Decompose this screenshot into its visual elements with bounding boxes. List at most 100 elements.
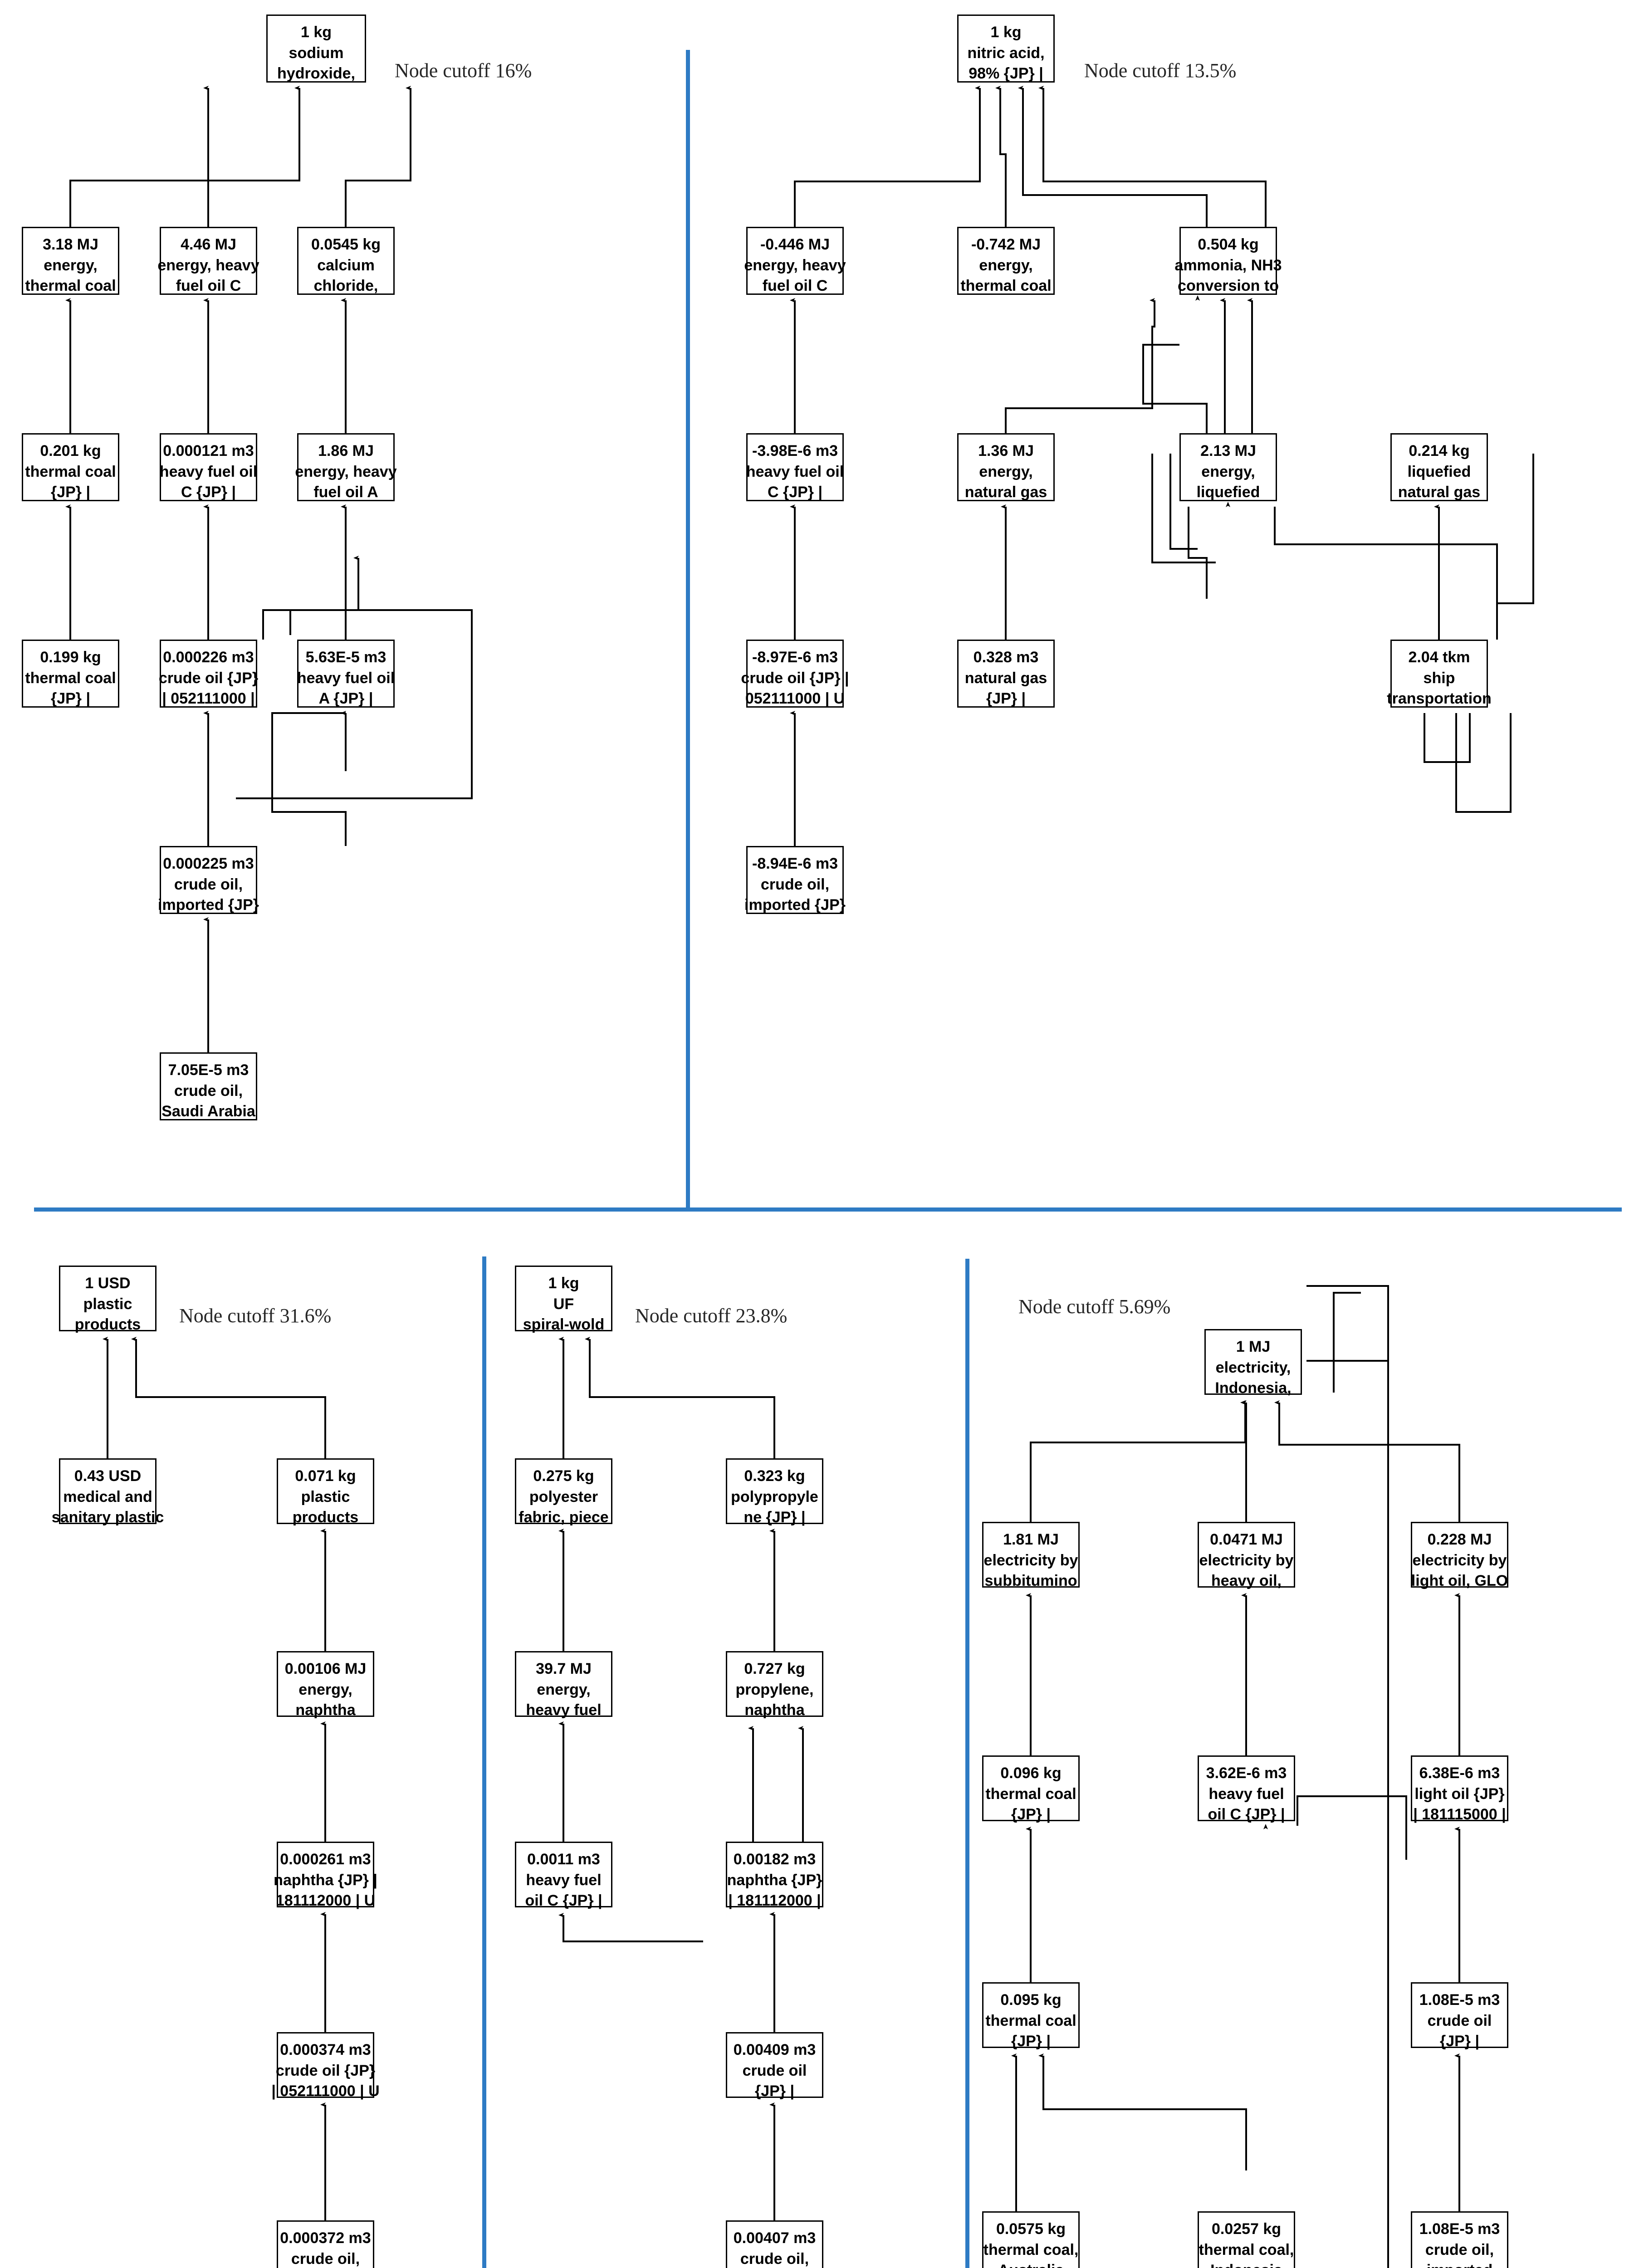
process-node-line: 0.000374 m3: [280, 2041, 371, 2058]
process-node-line: medical and: [63, 1488, 152, 1505]
process-node-line: 0.504 kg: [1198, 236, 1259, 253]
process-node-line: crude oil,: [174, 1082, 243, 1100]
process-node-line: thermal coal: [25, 277, 116, 295]
process-node-line: energy,: [979, 463, 1033, 480]
process-node-line: fabric, piece: [519, 1509, 609, 1526]
process-node-line: 6.38E-6 m3: [1419, 1765, 1500, 1782]
process-node-line: {JP} |: [1011, 2033, 1051, 2050]
process-node-line: crude oil,: [1425, 2241, 1494, 2258]
process-node-line: oil C {JP} |: [525, 1892, 602, 1910]
process-node-line: electricity,: [1215, 1359, 1291, 1376]
process-node-plas-c2-a: 0.00106 MJ energy, naphtha: [277, 1651, 374, 1719]
process-node-line: 1.81 MJ: [1003, 1531, 1059, 1548]
process-node-line: 0.0011 m3: [527, 1851, 600, 1868]
process-node-line: 7.05E-5 m3: [168, 1061, 249, 1079]
process-node-line: plastic: [83, 1295, 132, 1313]
process-node-line: heavy fuel: [526, 1701, 602, 1719]
process-node-line: polyester: [529, 1488, 598, 1505]
process-node-line: 0.000225 m3: [163, 855, 254, 872]
process-node-line: thermal coal: [985, 1785, 1076, 1803]
process-node-line: conversion to: [1178, 277, 1279, 295]
process-node-line: naphtha: [744, 1701, 805, 1719]
process-node-line: sanitary plastic: [51, 1509, 164, 1526]
process-node-line: propylene,: [735, 1681, 814, 1698]
process-node-line: crude oil {JP}: [158, 669, 259, 687]
process-node-line: 0.214 kg: [1409, 442, 1470, 459]
process-node-line: light oil {JP}: [1414, 1785, 1505, 1803]
process-node-line: thermal coal,: [983, 2241, 1079, 2258]
process-node-line: calcium: [317, 256, 375, 274]
process-node-line: products: [74, 1316, 141, 1334]
process-node-line: natural gas: [964, 669, 1047, 687]
process-node-line: energy,: [1201, 463, 1255, 480]
process-node-line: fuel oil C: [762, 277, 828, 295]
process-node-line: thermal coal: [25, 463, 116, 480]
process-node-line: ne {JP} |: [744, 1509, 806, 1526]
process-node-line: | 181115000 |: [1413, 1806, 1506, 1823]
process-node-line: Indonesia,: [1215, 1379, 1292, 1397]
process-node-line: electricity by: [983, 1551, 1078, 1569]
process-node-line: ship: [1423, 669, 1455, 687]
process-node-line: 1 kg: [300, 24, 332, 41]
process-node-line: fuel oil A: [313, 484, 378, 501]
process-node-line: heavy fuel oil: [746, 463, 844, 480]
process-node-line: 1 MJ: [1236, 1338, 1271, 1355]
process-node-line: natural gas: [964, 484, 1047, 501]
process-node-line: C {JP} |: [767, 484, 822, 501]
process-node-line: crude oil,: [174, 875, 243, 893]
process-node-line: plastic: [301, 1488, 350, 1505]
divider-top-vertical: [686, 50, 690, 1209]
process-node-line: 0.00106 MJ: [284, 1660, 367, 1677]
process-node-line: {JP} |: [50, 484, 90, 501]
process-node-line: 1 kg: [548, 1275, 579, 1292]
process-node-line: Indonesia: [1210, 2260, 1282, 2268]
process-node-line: 181112000 | U: [275, 1892, 376, 1910]
process-node-line: energy,: [298, 1681, 352, 1698]
process-node-line: -0.446 MJ: [760, 236, 830, 253]
process-node-hno3-c2-b: 0.328 m3 natural gas {JP} |: [957, 640, 1055, 708]
process-node-line: 0.00182 m3: [733, 1851, 816, 1868]
process-node-line: 0.000226 m3: [163, 649, 254, 666]
cutoff-label-569: Node cutoff 5.69%: [1018, 1295, 1171, 1318]
process-node-line: {JP} |: [1011, 1806, 1051, 1823]
process-node-line: 0.095 kg: [1000, 1991, 1062, 2009]
process-node-line: 5.63E-5 m3: [305, 649, 387, 666]
process-node-line: naphtha: [295, 1701, 356, 1719]
process-node-line: fuel oil C: [176, 277, 241, 295]
process-node-line: 0.0575 kg: [996, 2220, 1066, 2238]
process-node-line: {JP} |: [986, 690, 1026, 708]
process-node-line: heavy fuel: [1208, 1785, 1284, 1803]
process-node-line: 3.18 MJ: [43, 236, 98, 253]
process-node-line: heavy fuel oil: [159, 463, 258, 480]
process-node-line: products: [292, 1509, 359, 1526]
process-node-line: 0.0471 MJ: [1210, 1531, 1283, 1548]
process-node-line: naphtha {JP} |: [274, 1871, 377, 1889]
cutoff-label-238: Node cutoff 23.8%: [635, 1305, 788, 1327]
process-node-line: | 181112000 |: [728, 1892, 821, 1910]
process-node-line: | 052111000 | U: [271, 2082, 380, 2100]
process-node-line: hydroxide,: [277, 65, 355, 83]
process-node-line: 4.46 MJ: [181, 236, 236, 253]
process-node-line: {JP} |: [754, 2082, 794, 2100]
process-node-line: 1.08E-5 m3: [1419, 2220, 1500, 2238]
process-node-line: 0.096 kg: [1000, 1765, 1062, 1782]
process-node-line: 0.323 kg: [744, 1467, 805, 1485]
process-node-line: 0.328 m3: [973, 649, 1039, 666]
process-node-line: 0.071 kg: [295, 1467, 356, 1485]
